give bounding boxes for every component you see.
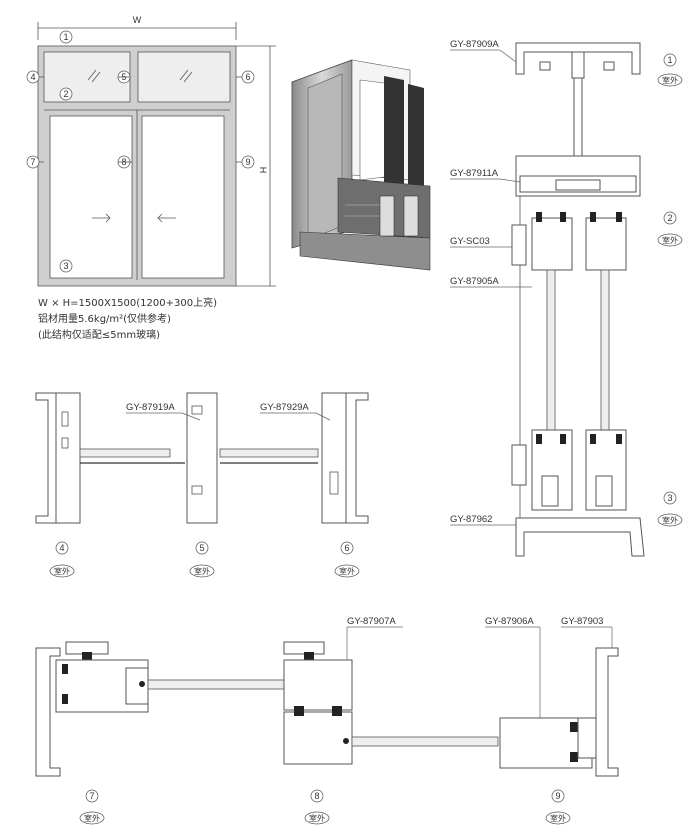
spec-notes: W × H=1500X1500(1200+300上亮) 铝材用量5.6kg/m²… [38,296,217,344]
marker-9: 9 [245,157,250,167]
part-87905a: GY-87905A [450,276,499,287]
width-label: W [133,15,142,25]
vsec-outdoor-3: 室外 [662,515,678,525]
spec-material-usage: 铝材用量5.6kg/m²(仅供参考) [38,314,171,325]
marker-3: 3 [63,261,68,271]
hsec-outdoor-9: 室外 [550,813,566,823]
marker-4: 4 [30,72,35,82]
horizontal-section-456: GY-87919A GY-87929A 4 室外 5 室外 6 室外 [35,392,369,578]
corner-3d-view [291,59,431,271]
part-87929a: GY-87929A [260,402,309,413]
marker-1: 1 [63,32,68,42]
vsec-marker-2: 2 [667,213,672,223]
height-dimension: H [236,45,276,287]
part-sc03: GY-SC03 [450,236,490,247]
part-87909a: GY-87909A [450,39,499,50]
height-label: H [258,167,268,174]
marker-6: 6 [245,72,250,82]
width-dimension: W [37,15,237,40]
part-87903: GY-87903 [561,616,603,627]
marker-7: 7 [30,157,35,167]
hsec-marker-8: 8 [314,791,319,801]
part-87962: GY-87962 [450,514,492,525]
spec-glass-limit: (此结构仅适配≤5mm玻璃) [38,330,161,341]
part-87907a: GY-87907A [347,616,396,627]
part-87906a: GY-87906A [485,616,534,627]
vsec-outdoor-1: 室外 [662,75,678,85]
part-87911a: GY-87911A [450,168,499,179]
hsec-outdoor-6: 室外 [339,566,355,576]
elevation-markers: 1 2 3 4 5 6 7 8 9 [26,30,255,273]
hsec-marker-6: 6 [344,543,349,553]
hsec-marker-7: 7 [89,791,94,801]
hsec-outdoor-7: 室外 [84,813,100,823]
marker-2: 2 [63,89,68,99]
window-elevation: W H 1 2 3 4 5 6 7 8 [26,15,276,287]
hsec-marker-9: 9 [555,791,560,801]
spec-dimensions: W × H=1500X1500(1200+300上亮) [38,298,217,309]
vsec-marker-1: 1 [667,55,672,65]
hsec-outdoor-5: 室外 [194,566,210,576]
vertical-section: GY-87909A GY-87911A GY-SC03 GY-87905A GY… [450,39,683,557]
part-87919a: GY-87919A [126,402,175,413]
vsec-outdoor-2: 室外 [662,235,678,245]
horizontal-section-789: GY-87907A GY-87906A GY-87903 7 室外 8 室外 9… [35,616,619,825]
hsec-outdoor-8: 室外 [309,813,325,823]
hsec-outdoor-4: 室外 [54,566,70,576]
vsec-marker-3: 3 [667,493,672,503]
hsec-marker-5: 5 [199,543,204,553]
hsec-marker-4: 4 [59,543,64,553]
